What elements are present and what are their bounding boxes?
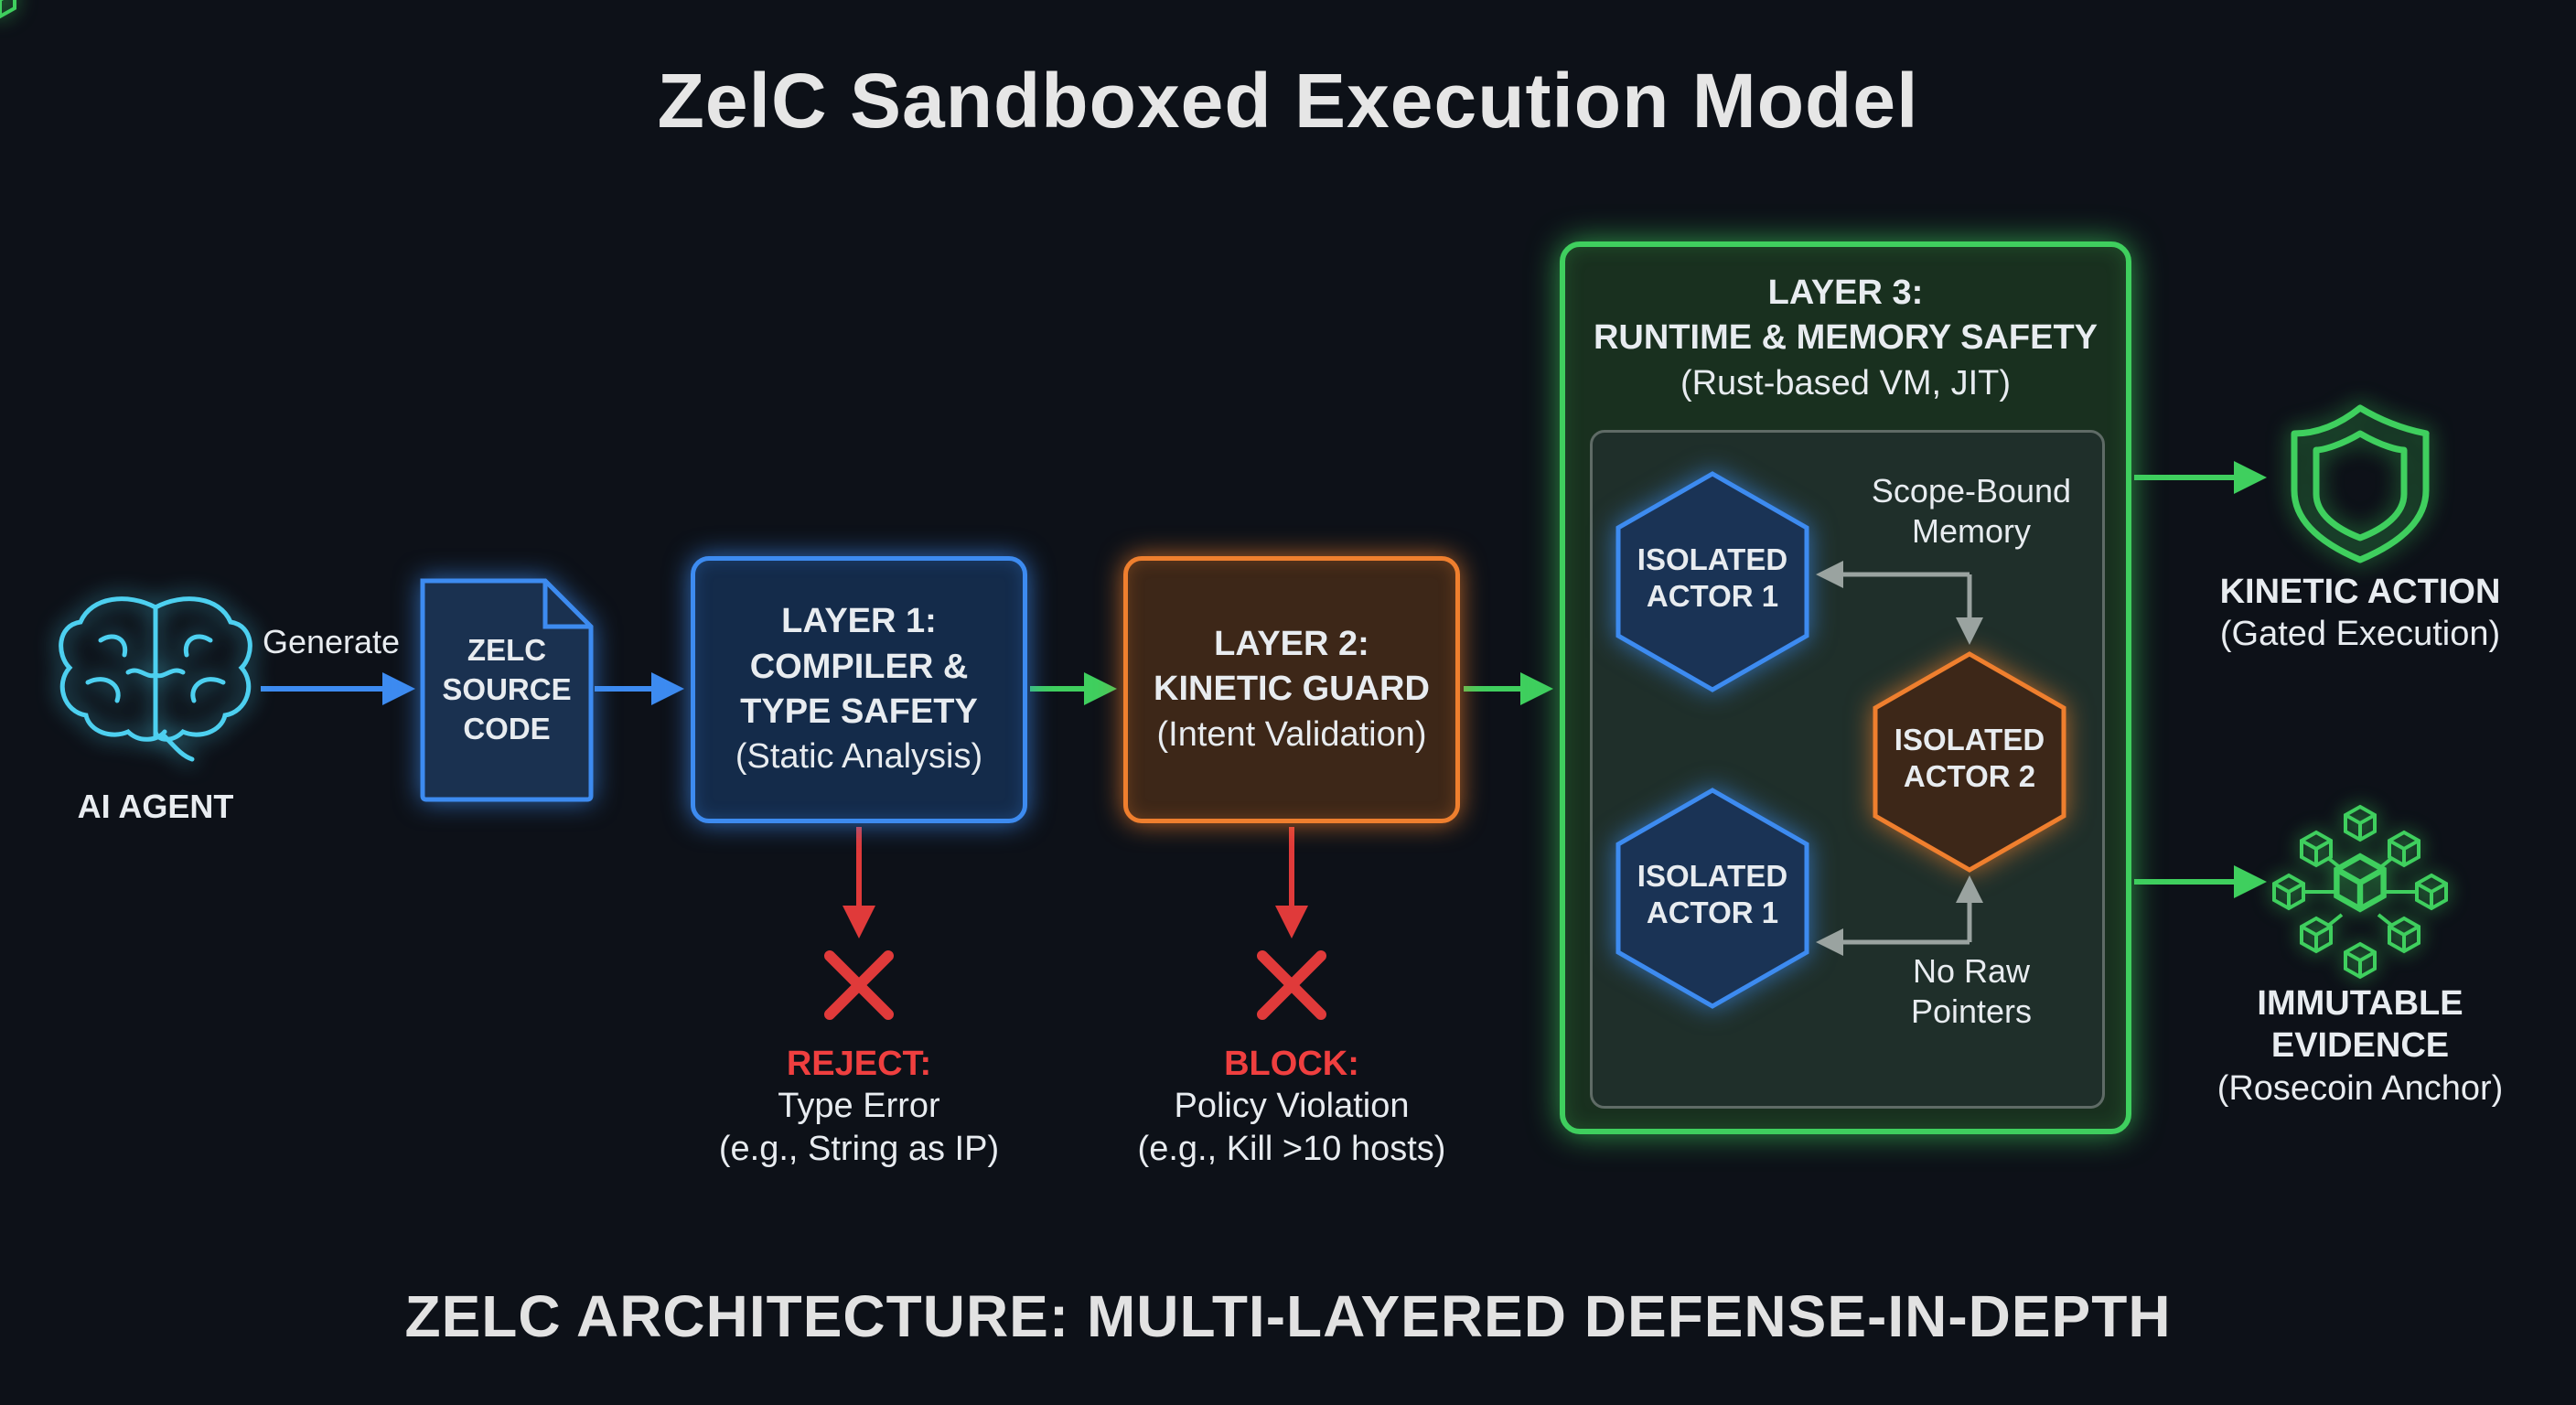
generate-label: Generate bbox=[262, 623, 401, 660]
kinetic-subtitle: (Gated Execution) bbox=[2219, 615, 2501, 654]
source-line1: ZELC bbox=[467, 633, 547, 667]
layer1-subtitle: (Static Analysis) bbox=[735, 737, 983, 777]
layer3-subtitle: (Rust-based VM, JIT) bbox=[1680, 363, 2012, 402]
layer2-title-line1: LAYER 2: bbox=[1214, 624, 1369, 663]
footer-caption: ZELC ARCHITECTURE: MULTI-LAYERED DEFENSE… bbox=[404, 1283, 2172, 1349]
reject-label: REJECT: Type Error (e.g., String as IP) bbox=[676, 1043, 1042, 1170]
document-icon bbox=[420, 578, 594, 802]
reject-line1: Type Error bbox=[778, 1087, 940, 1126]
layer1-title-line3: TYPE SAFETY bbox=[740, 692, 978, 731]
actor-2-line1: ISOLATED bbox=[1894, 723, 2045, 756]
shield-icon bbox=[2291, 404, 2430, 563]
actor-3-line1: ISOLATED bbox=[1637, 859, 1788, 893]
source-line2: SOURCE bbox=[442, 671, 572, 706]
layer2-subtitle: (Intent Validation) bbox=[1156, 714, 1427, 754]
layer1-title-line1: LAYER 1: bbox=[781, 602, 937, 641]
no-raw-line2: Pointers bbox=[1910, 992, 2033, 1030]
immutable-evidence-label: IMMUTABLE EVIDENCE (Rosecoin Anchor) bbox=[2186, 982, 2534, 1110]
layer3-title-line1: LAYER 3: bbox=[1767, 273, 1924, 312]
actor-2-line2: ACTOR 2 bbox=[1903, 759, 2036, 794]
layer3-title-line2: RUNTIME & MEMORY SAFETY bbox=[1593, 318, 2098, 358]
actor-2-label: ISOLATED ACTOR 2 bbox=[1875, 722, 2064, 796]
block-x-icon bbox=[1257, 950, 1326, 1020]
layer3-header: LAYER 3: RUNTIME & MEMORY SAFETY (Rust-b… bbox=[1560, 271, 2131, 406]
no-raw-label: No Raw Pointers bbox=[1839, 951, 2104, 1032]
brain-icon bbox=[59, 596, 252, 762]
layer1-box: LAYER 1: COMPILER & TYPE SAFETY (Static … bbox=[691, 556, 1027, 823]
actor-1-label: ISOLATED ACTOR 1 bbox=[1618, 542, 1807, 616]
layer2-box: LAYER 2: KINETIC GUARD (Intent Validatio… bbox=[1123, 556, 1460, 823]
actor-3-line2: ACTOR 1 bbox=[1646, 896, 1779, 930]
actor-2-hexagon bbox=[1873, 651, 2066, 873]
block-line1: Policy Violation bbox=[1174, 1087, 1410, 1126]
evidence-subtitle: (Rosecoin Anchor) bbox=[2216, 1068, 2504, 1108]
reject-title: REJECT: bbox=[786, 1045, 932, 1083]
actor-1-line2: ACTOR 1 bbox=[1646, 579, 1779, 614]
source-line3: CODE bbox=[463, 711, 551, 745]
no-raw-line1: No Raw bbox=[1912, 952, 2031, 990]
actor-3-hexagon bbox=[1615, 788, 1809, 1009]
layer2-title-line2: KINETIC GUARD bbox=[1154, 670, 1430, 709]
block-label: BLOCK: Policy Violation (e.g., Kill >10 … bbox=[1086, 1043, 1497, 1170]
block-line2: (e.g., Kill >10 hosts) bbox=[1137, 1129, 1446, 1168]
reject-line2: (e.g., String as IP) bbox=[718, 1129, 1000, 1168]
scope-bound-label: Scope-Bound Memory bbox=[1839, 471, 2104, 552]
kinetic-action-label: KINETIC ACTION (Gated Execution) bbox=[2186, 571, 2534, 656]
layer1-title-line2: COMPILER & bbox=[749, 647, 969, 686]
evidence-line1: IMMUTABLE bbox=[2257, 984, 2463, 1023]
actor-1-hexagon bbox=[1615, 471, 1809, 692]
source-code-label: ZELC SOURCE CODE bbox=[423, 631, 591, 749]
evidence-line2: EVIDENCE bbox=[2270, 1026, 2450, 1066]
actor-3-label: ISOLATED ACTOR 1 bbox=[1618, 858, 1807, 932]
diagram-title: ZelC Sandboxed Execution Model bbox=[657, 58, 1919, 144]
kinetic-title: KINETIC ACTION bbox=[2219, 573, 2501, 611]
scope-bound-line1: Scope-Bound bbox=[1871, 472, 2072, 509]
actor-1-line1: ISOLATED bbox=[1637, 542, 1788, 576]
reject-x-icon bbox=[824, 950, 894, 1020]
scope-bound-line2: Memory bbox=[1911, 511, 2031, 550]
blockchain-cubes-icon bbox=[0, 0, 2448, 979]
block-title: BLOCK: bbox=[1224, 1045, 1359, 1083]
ai-agent-label: AI AGENT bbox=[77, 788, 234, 825]
